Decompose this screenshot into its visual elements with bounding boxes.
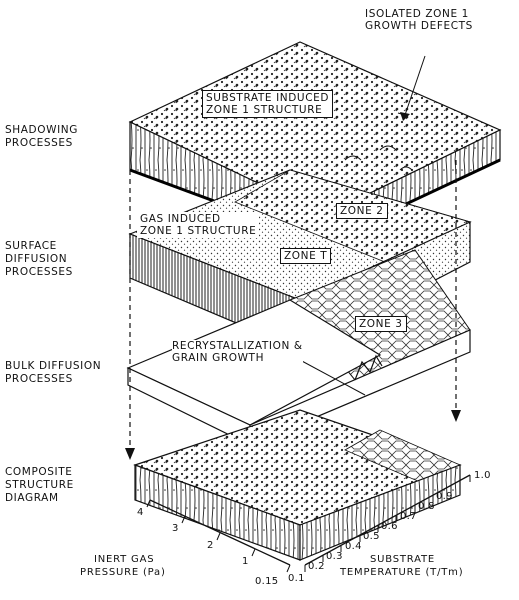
temperature-tick: 0.2: [308, 561, 325, 572]
shadowing-line2: PROCESSES: [5, 137, 73, 149]
composite-line3: DIAGRAM: [5, 492, 59, 504]
dashed-guides: [129, 160, 457, 452]
temperature-tick: 0.8: [418, 501, 435, 512]
substrate-induced-line2: ZONE 1 STRUCTURE: [206, 104, 323, 116]
surface-line3: PROCESSES: [5, 266, 73, 278]
axes: [149, 474, 471, 566]
pressure-tick: 3: [172, 523, 179, 534]
axis-ticks: [146, 475, 471, 573]
bulk-line2: PROCESSES: [5, 373, 73, 385]
zone2-label: ZONE 2: [336, 203, 388, 219]
temperature-tick: 0.7: [400, 511, 417, 522]
gas-induced-line2: ZONE 1 STRUCTURE: [140, 225, 257, 237]
temperature-axis-label: SUBSTRATE TEMPERATURE (T/Tm): [340, 553, 463, 579]
temperature-tick: 0.5: [363, 531, 380, 542]
temperature-tick: 0.4: [345, 541, 362, 552]
temperature-label-line2: TEMPERATURE (T/Tm): [340, 567, 464, 578]
pressure-axis-label: INERT GAS PRESSURE (Pa): [80, 553, 166, 579]
bulk-diffusion-label: BULK DIFFUSION PROCESSES: [5, 360, 101, 386]
temperature-tick: 0.6: [381, 521, 398, 532]
temperature-tick: 0.3: [326, 551, 343, 562]
composite-line1: COMPOSITE: [5, 466, 73, 478]
guide-arrowheads: [125, 410, 461, 460]
bulk-line1: BULK DIFFUSION: [5, 360, 102, 372]
temperature-tick: 0.9: [436, 491, 453, 502]
composite-slab: [133, 409, 462, 561]
recrystallization-label: RECRYSTALLIZATION & GRAIN GROWTH: [172, 340, 303, 364]
surface-diffusion-label: SURFACE DIFFUSION PROCESSES: [5, 240, 73, 279]
pressure-tick: 4: [137, 507, 144, 518]
recrystallization-line2: GRAIN GROWTH: [172, 352, 265, 364]
pressure-tick: 2: [207, 540, 214, 551]
isolated-defects-line2: GROWTH DEFECTS: [365, 20, 473, 32]
isolated-defects-line1: ISOLATED ZONE 1: [365, 8, 469, 20]
temperature-tick: 0.1: [288, 573, 305, 584]
gas-induced-line1: GAS INDUCED: [140, 213, 221, 225]
temperature-label-line1: SUBSTRATE: [370, 554, 436, 565]
surface-line1: SURFACE: [5, 240, 57, 252]
composite-diagram-label: COMPOSITE STRUCTURE DIAGRAM: [5, 466, 74, 505]
recrystallization-line1: RECRYSTALLIZATION &: [172, 340, 303, 352]
substrate-induced-line1: SUBSTRATE INDUCED: [206, 92, 330, 104]
composite-line2: STRUCTURE: [5, 479, 74, 491]
gas-induced-label: GAS INDUCED ZONE 1 STRUCTURE: [137, 212, 260, 238]
pressure-label-line2: PRESSURE (Pa): [80, 567, 166, 578]
zone3-label: ZONE 3: [355, 316, 407, 332]
pressure-label-line1: INERT GAS: [94, 554, 155, 565]
surface-line2: DIFFUSION: [5, 253, 68, 265]
substrate-induced-label: SUBSTRATE INDUCED ZONE 1 STRUCTURE: [202, 90, 334, 118]
shadowing-processes-label: SHADOWING PROCESSES: [5, 124, 78, 150]
isolated-defects-label: ISOLATED ZONE 1 GROWTH DEFECTS: [365, 8, 473, 32]
zoneT-label: ZONE T: [280, 248, 332, 264]
temperature-tick: 1.0: [474, 470, 491, 481]
defect-arrowhead: [400, 112, 410, 121]
pressure-tick: 0.15: [255, 576, 279, 587]
shadowing-line1: SHADOWING: [5, 124, 78, 136]
pressure-tick: 1: [242, 556, 249, 567]
